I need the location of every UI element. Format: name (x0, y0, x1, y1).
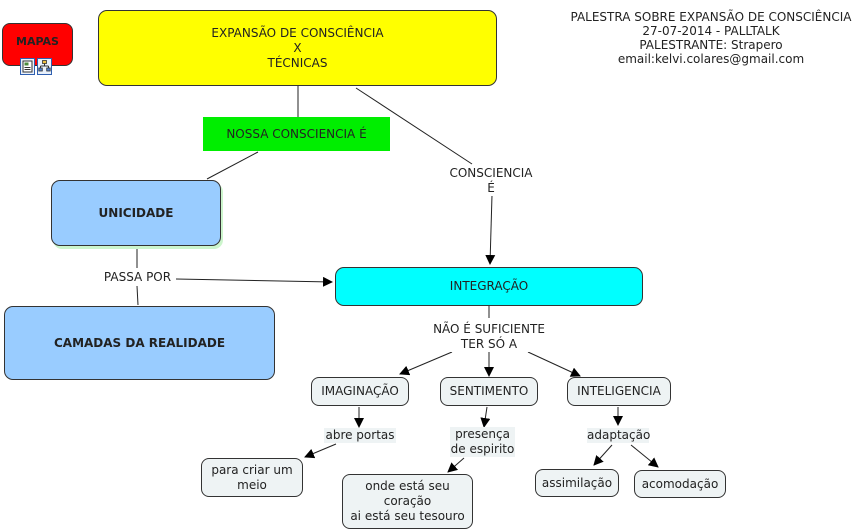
inteligencia-node[interactable]: INTELIGENCIA (567, 377, 671, 406)
coracao-node[interactable]: onde está seu coração ai está seu tesour… (342, 474, 473, 529)
imaginacao-label: IMAGINAÇÃO (321, 384, 399, 398)
sentimento-node[interactable]: SENTIMENTO (440, 377, 538, 406)
link-label-passa-por: PASSA POR (100, 270, 175, 285)
link-abreportas-criar (304, 443, 337, 459)
mapas-label: MAPAS (16, 35, 59, 48)
link-root-consciencia (355, 87, 473, 165)
presentation-info: PALESTRA SOBRE EXPANSÃO DE CONSCIÊNCIA 2… (570, 10, 852, 66)
camadas-realidade-label: CAMADAS DA REALIDADE (53, 335, 226, 350)
nossa-consciencia-node[interactable]: NOSSA CONSCIENCIA É (203, 117, 390, 151)
integracao-node[interactable]: INTEGRAÇÃO (335, 267, 643, 306)
link-passapor-integracao (175, 276, 333, 287)
camadas-realidade-node[interactable]: CAMADAS DA REALIDADE (4, 306, 275, 380)
assimilacao-label: assimilação (541, 475, 613, 490)
criar-meio-node[interactable]: para criar um meio (201, 458, 303, 497)
root-node[interactable]: EXPANSÃO DE CONSCIÊNCIA X TÉCNICAS (98, 10, 497, 86)
acomodacao-label: acomodação (641, 476, 719, 491)
unicidade-node[interactable]: UNICIDADE (51, 180, 221, 246)
inteligencia-label: INTELIGENCIA (577, 384, 661, 398)
link-passapor-camadas (136, 285, 139, 306)
root-node-label: EXPANSÃO DE CONSCIÊNCIA X TÉCNICAS (211, 25, 384, 70)
integracao-label: INTEGRAÇÃO (449, 279, 529, 293)
nossa-consciencia-label: NOSSA CONSCIENCIA É (226, 126, 367, 141)
link-consciencia-integracao (485, 194, 496, 265)
link-label-consciencia-e: CONSCIENCIA É (447, 166, 535, 196)
link-ns-inteligencia (527, 351, 581, 377)
link-ns-imaginacao (399, 351, 453, 376)
sentimento-label: SENTIMENTO (449, 384, 529, 398)
link-label-adaptacao: adaptação (587, 428, 651, 443)
link-adaptacao-assimilacao (593, 444, 613, 466)
hierarchy-icon[interactable] (37, 58, 52, 75)
link-nossa-unicidade (206, 151, 259, 180)
assimilacao-node[interactable]: assimilação (535, 469, 619, 497)
imaginacao-node[interactable]: IMAGINAÇÃO (311, 377, 409, 406)
link-label-presenca: presença de espirito (450, 427, 515, 457)
document-icon[interactable] (20, 58, 35, 75)
link-sentimento-presenca (480, 406, 491, 428)
link-adaptacao-acomodacao (630, 444, 659, 468)
link-label-abre-portas: abre portas (324, 428, 396, 443)
link-label-nao-suficiente: NÃO É SUFICIENTE TER SÓ A (425, 322, 553, 352)
acomodacao-node[interactable]: acomodação (634, 470, 726, 498)
criar-meio-label: para criar um meio (211, 462, 293, 492)
coracao-label: onde está seu coração ai está seu tesour… (350, 479, 465, 523)
link-presenca-coracao (447, 457, 465, 473)
unicidade-label: UNICIDADE (98, 205, 174, 220)
